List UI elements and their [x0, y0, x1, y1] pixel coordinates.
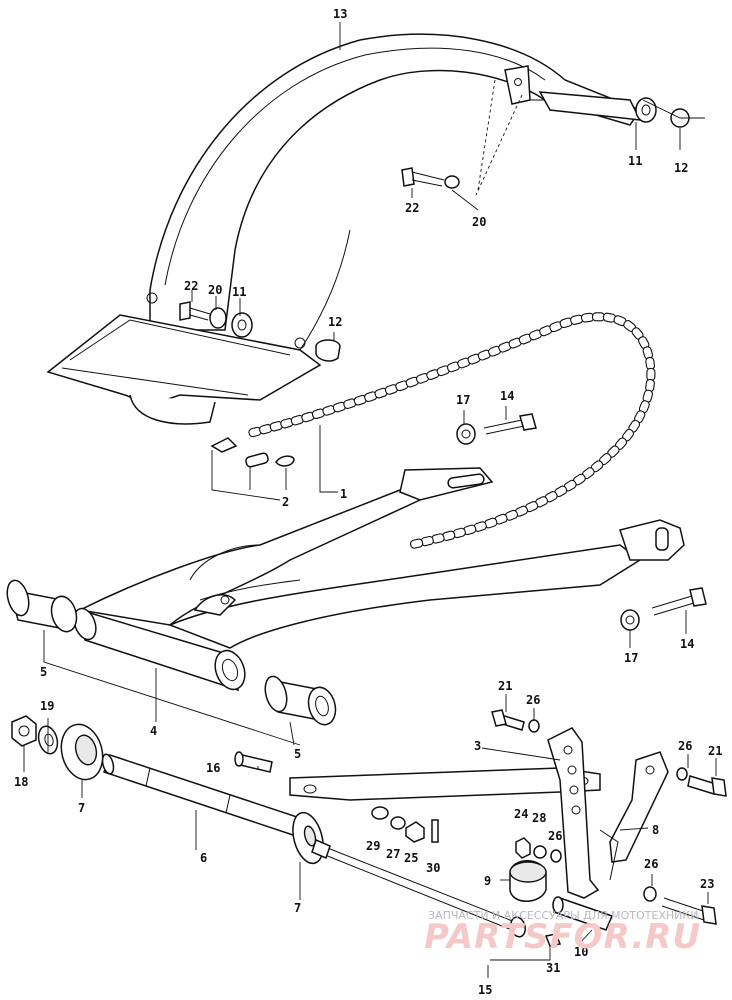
callout-20: 20 — [472, 215, 486, 229]
callout-24: 24 — [514, 807, 528, 821]
bracket-8-right — [599, 751, 669, 881]
callout-26: 26 — [548, 829, 562, 843]
callout-17: 17 — [624, 651, 638, 665]
callout-12: 12 — [674, 161, 688, 175]
long-through-bolt — [311, 838, 526, 938]
callout-13: 13 — [333, 7, 347, 21]
callout-28: 28 — [532, 811, 546, 825]
callout-5: 5 — [294, 747, 301, 761]
callout-10: 10 — [574, 945, 588, 959]
dust-seal-left — [60, 723, 104, 781]
callout-numbers: 13 11 12 22 20 22 20 11 12 17 14 2 1 5 4… — [14, 7, 722, 997]
bolt-16 — [234, 751, 273, 773]
watermark: ЗАПЧАСТИ И АКСЕССУАРЫ ДЛЯ МОТОТЕХНИКИ PA… — [424, 909, 701, 957]
callout-4: 4 — [150, 724, 157, 738]
callout-16: 16 — [206, 761, 220, 775]
callout-5: 5 — [40, 665, 47, 679]
callout-29: 29 — [366, 839, 380, 853]
callout-9: 9 — [484, 874, 491, 888]
callout-17: 17 — [456, 393, 470, 407]
pivot-bushing-right — [264, 675, 337, 726]
callout-18: 18 — [14, 775, 28, 789]
callout-21: 21 — [708, 744, 722, 758]
pivot-nut — [11, 715, 37, 747]
callout-26: 26 — [678, 739, 692, 753]
watermark-logo: PARTSFOR.RU — [424, 917, 701, 957]
rear-fender — [46, 33, 642, 425]
bolt-23 — [643, 886, 717, 925]
swing-arm — [73, 467, 685, 692]
bracket-8-left — [547, 727, 600, 899]
callout-3: 3 — [474, 739, 481, 753]
callout-20: 20 — [208, 283, 222, 297]
callout-27: 27 — [386, 847, 400, 861]
bolt-22-lower — [179, 301, 253, 338]
callout-26: 26 — [644, 857, 658, 871]
pivot-bushing-left — [6, 579, 78, 633]
callout-8: 8 — [652, 823, 659, 837]
callout-25: 25 — [404, 851, 418, 865]
callout-23: 23 — [700, 877, 714, 891]
chain-link — [409, 538, 424, 549]
chain-link — [591, 312, 606, 322]
master-link-set — [210, 437, 295, 468]
callout-11: 11 — [628, 154, 642, 168]
bolt-22-upper — [401, 167, 460, 189]
callout-26: 26 — [526, 693, 540, 707]
drive-chain — [248, 312, 656, 549]
stopper-hardware — [371, 806, 439, 843]
callout-12: 12 — [328, 315, 342, 329]
callout-2: 2 — [282, 495, 289, 509]
callout-31: 31 — [546, 961, 560, 975]
bolt-21-left — [491, 709, 540, 733]
leader-lines — [23, 22, 717, 978]
callout-21: 21 — [498, 679, 512, 693]
callout-6: 6 — [200, 851, 207, 865]
watermark-subtitle: ЗАПЧАСТИ И АКСЕССУАРЫ ДЛЯ МОТОТЕХНИКИ — [428, 909, 698, 922]
nut-set-24-28-26 — [515, 837, 562, 863]
callout-22: 22 — [405, 201, 419, 215]
cotter-pin — [544, 933, 562, 947]
chain-link — [646, 367, 656, 382]
rubber-bushing-9 — [509, 860, 547, 902]
callout-30: 30 — [426, 861, 440, 875]
callout-14: 14 — [500, 389, 514, 403]
callout-1: 1 — [340, 487, 347, 501]
callout-15: 15 — [478, 983, 492, 997]
callout-22: 22 — [184, 279, 198, 293]
callout-11: 11 — [232, 285, 246, 299]
bolt-21-right — [676, 767, 727, 797]
adjuster-lower — [620, 587, 707, 631]
callout-7: 7 — [78, 801, 85, 815]
callout-14: 14 — [680, 637, 694, 651]
callout-7: 7 — [294, 901, 301, 915]
adjuster-upper — [456, 413, 537, 445]
brake-stopper-arm — [289, 767, 601, 801]
collar-12-lower — [315, 339, 341, 362]
spacer-10 — [552, 896, 614, 931]
callout-19: 19 — [40, 699, 54, 713]
